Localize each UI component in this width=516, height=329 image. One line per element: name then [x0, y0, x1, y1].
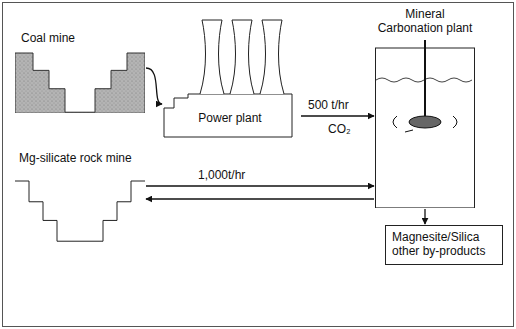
open-pit-mine [15, 180, 145, 242]
output-box: Magnesite/Silica other by-products [385, 225, 503, 265]
reactor-node: Mineral Carbonation plant [375, 8, 475, 208]
flow-arrow [146, 185, 374, 186]
flow-arrow [424, 209, 425, 224]
flow-arrow [146, 68, 162, 104]
node-label: Magnesite/Silica other by-products [392, 231, 496, 259]
node-label: Mineral Carbonation plant [375, 8, 475, 36]
node-label: Mg-silicate rock mine [15, 150, 145, 166]
flow-arrow [301, 115, 374, 116]
node-label: Coal mine [15, 28, 145, 46]
flow-arrow [146, 198, 374, 199]
node-label: Power plant [160, 112, 300, 126]
mine-node: Coal mine [15, 28, 145, 113]
flow-rate: 500 t/hr [306, 98, 351, 112]
gas-label: CO₂ [326, 122, 353, 136]
carbonation-tank [375, 40, 475, 208]
flow-rate: 1,000t/hr [196, 168, 247, 182]
open-pit-mine [15, 52, 145, 113]
plant-node: Power plant [160, 18, 300, 138]
mine-node: Mg-silicate rock mine [15, 150, 145, 242]
